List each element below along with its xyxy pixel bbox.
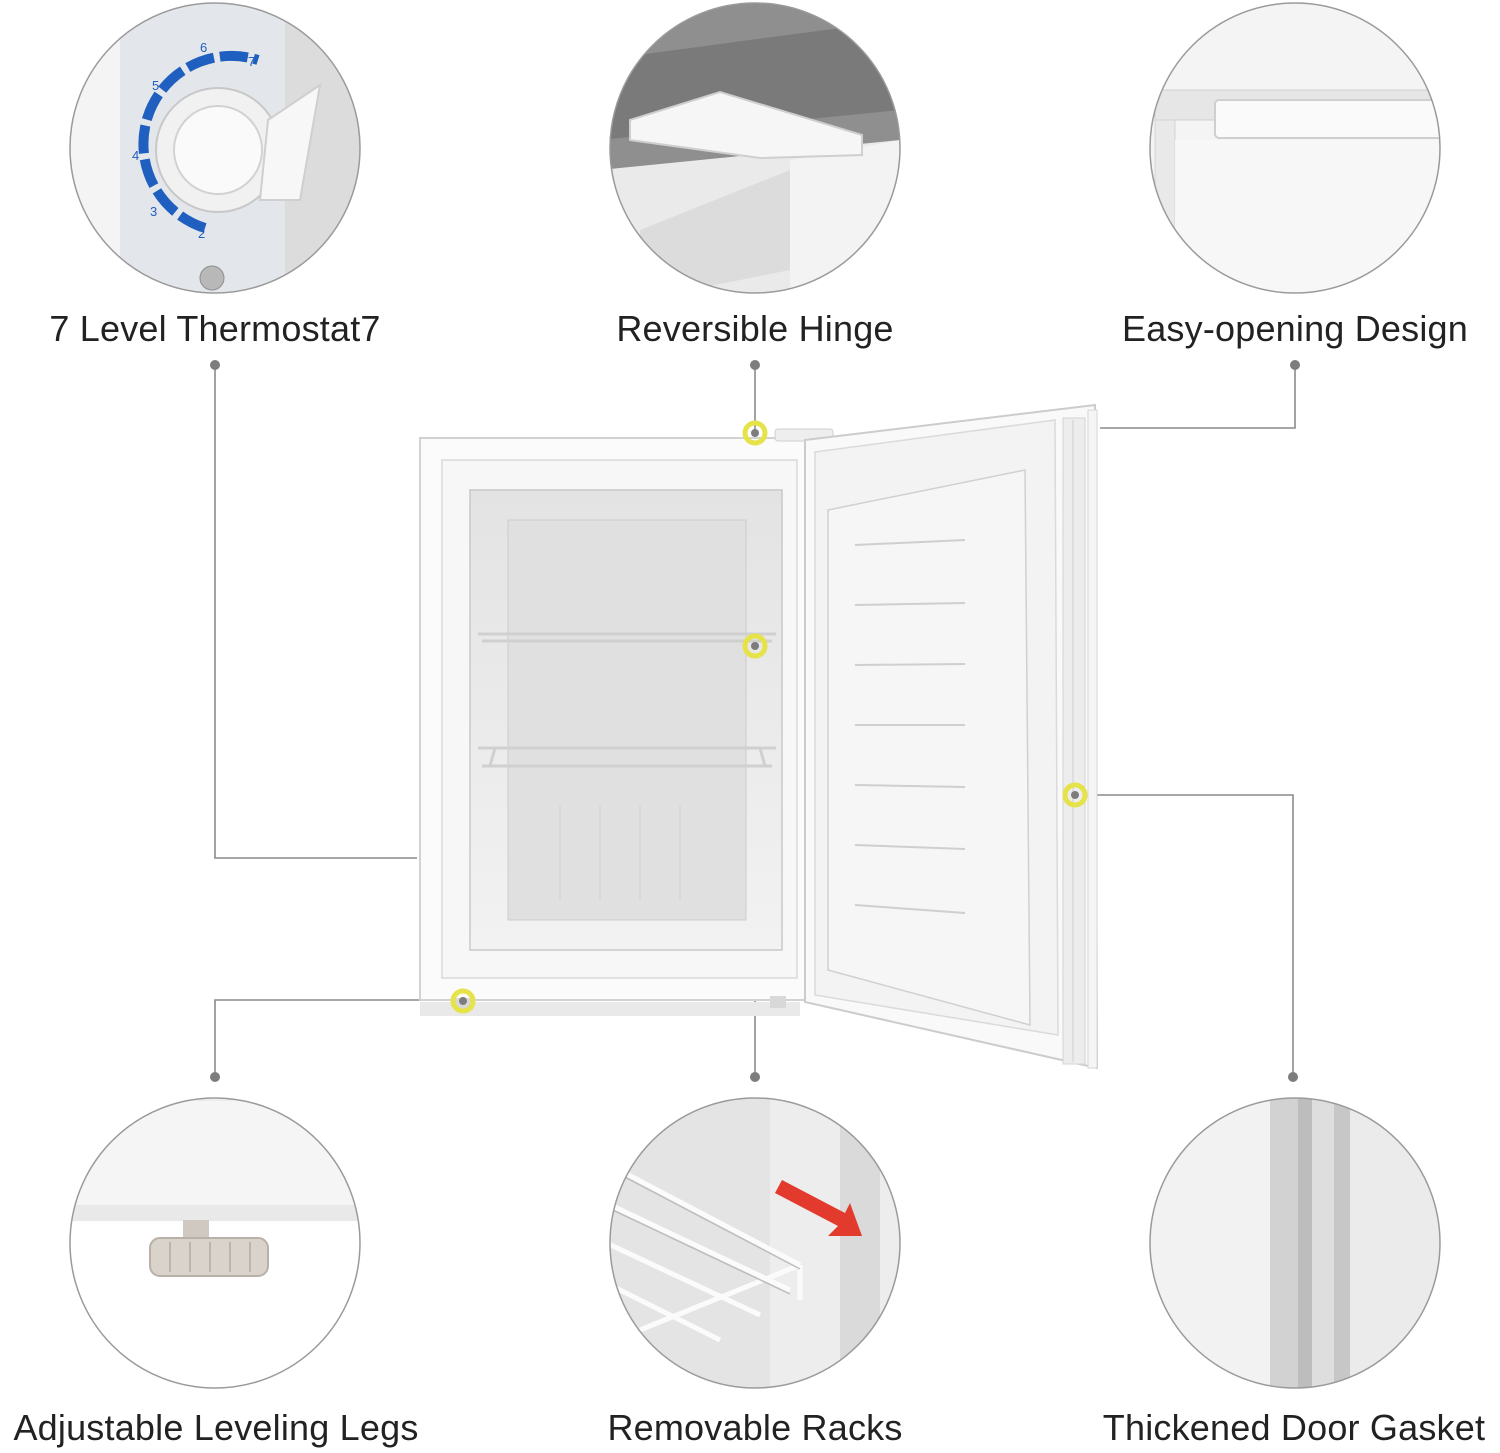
- freezer-rack-lower: [478, 746, 776, 768]
- freezer-illustration: [419, 403, 1099, 1070]
- connector-legs: [214, 999, 463, 1077]
- svg-text:7: 7: [248, 54, 255, 69]
- connector-gasket: [1075, 794, 1294, 1077]
- thermostat-label: 7 Level Thermostat7: [49, 308, 381, 349]
- svg-text:6: 6: [200, 40, 207, 55]
- racks-label: Removable Racks: [607, 1407, 903, 1448]
- marker-gasket: [1062, 782, 1088, 808]
- marker-points: [450, 420, 1088, 1014]
- leveling-legs-closeup: [69, 1097, 361, 1389]
- hinge-label: Reversible Hinge: [616, 308, 894, 349]
- handle-label: Easy-opening Design: [1121, 308, 1468, 349]
- freezer-rack-upper: [478, 632, 776, 643]
- thermostat-dial-numbers: 2 3 4 5 6 7: [132, 40, 255, 241]
- hinge-closeup: [609, 2, 901, 294]
- legs-label: Adjustable Leveling Legs: [13, 1407, 419, 1448]
- svg-text:4: 4: [132, 148, 139, 163]
- connector-thermostat: [214, 365, 417, 859]
- svg-text:2: 2: [198, 226, 205, 241]
- removable-racks-closeup: [609, 1097, 901, 1389]
- connector-end-dots: [210, 360, 1300, 1082]
- svg-text:3: 3: [150, 204, 157, 219]
- marker-legs: [450, 988, 476, 1014]
- thermostat-closeup: 2 3 4 5 6 7: [69, 2, 361, 294]
- handle-closeup: [1149, 2, 1441, 294]
- svg-text:5: 5: [152, 78, 159, 93]
- door-gasket-closeup: [1149, 1097, 1441, 1389]
- marker-hinge: [742, 420, 768, 446]
- gasket-label: Thickened Door Gasket: [1102, 1407, 1486, 1448]
- connector-handle: [1100, 365, 1296, 429]
- marker-racks: [742, 633, 768, 659]
- pull-out-arrow-icon: [775, 1180, 862, 1236]
